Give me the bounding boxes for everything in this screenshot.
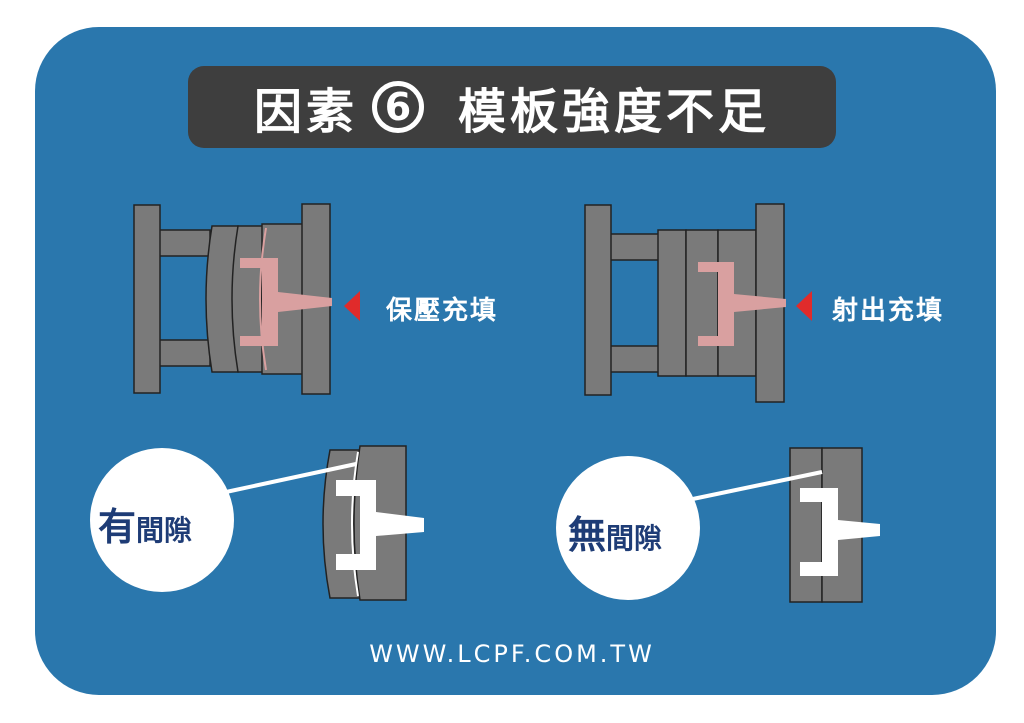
tie-bar-top [607, 233, 661, 261]
mold-plate-middle [685, 229, 719, 377]
callout-bubble-left [90, 448, 234, 592]
callout-emphasis-with: 有 [98, 505, 137, 549]
callout-rest-with: 間隙 [136, 514, 193, 547]
callout-bubble-right [556, 456, 700, 600]
injection-arrow-left [344, 291, 360, 321]
mold-injection [584, 203, 812, 403]
title-circled-number: 6 [372, 81, 424, 133]
rear-platen [133, 204, 161, 394]
title-text: 模板強度不足 [458, 84, 771, 140]
callout-pointer-right [687, 470, 823, 502]
label-injection-fill: 射出充填 [832, 296, 945, 326]
callout-pointer-left [225, 462, 357, 494]
callout-rest-without: 間隙 [606, 522, 663, 555]
callout-emphasis-without: 無 [568, 513, 607, 557]
tie-bar-bottom [157, 339, 211, 367]
tie-bar-bottom [607, 345, 661, 373]
callout-text-with-gap: 有間隙 [98, 496, 192, 551]
parting-gap [259, 227, 267, 371]
tie-bar-top [157, 229, 211, 257]
callout-text-no-gap: 無間隙 [568, 504, 662, 559]
resin-fill-injection [698, 262, 786, 346]
mold-plate-outer [657, 229, 687, 377]
title-bar: 因素 6 模板強度不足 [188, 66, 836, 148]
title-prefix: 因素 [253, 84, 358, 140]
resin-fill-packing [240, 258, 332, 346]
cavity-no-gap [800, 488, 880, 576]
gap-line [351, 451, 359, 597]
website-url: WWW.LCPF.COM.TW [369, 640, 655, 668]
mold-detail-with-gap [90, 445, 424, 601]
cavity-with-gap [336, 480, 424, 570]
label-packing-fill: 保壓充填 [386, 296, 499, 326]
mold-plate-outer [205, 225, 239, 373]
rear-platen [584, 204, 612, 396]
mold-packing [133, 203, 360, 395]
injection-arrow-right [796, 291, 812, 321]
mold-detail-no-gap [556, 447, 880, 603]
